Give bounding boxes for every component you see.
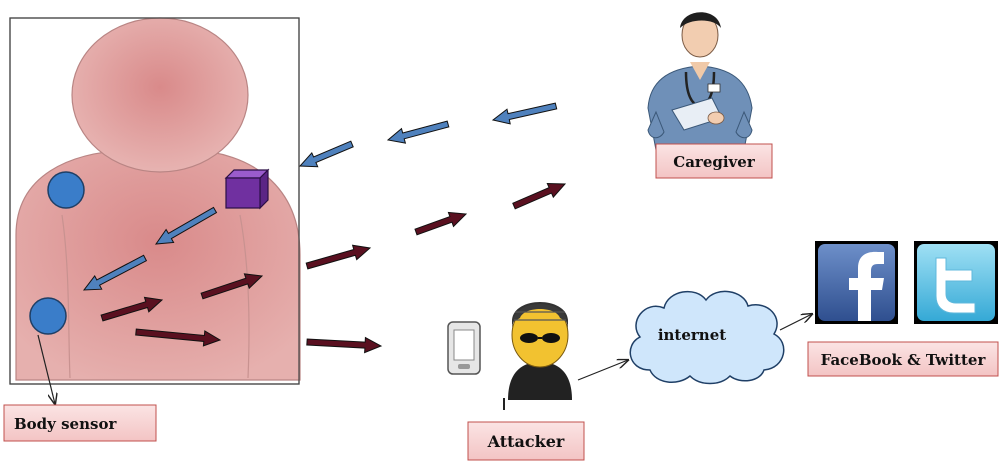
attacker-label-text: Attacker <box>487 432 565 451</box>
blue-arrow-4 <box>154 206 218 245</box>
dark-arrow-6 <box>414 211 468 236</box>
caregiver-label-text: Caregiver <box>673 153 756 171</box>
sensor-hub-cube-icon <box>224 168 270 210</box>
twitter-icon <box>914 241 998 324</box>
social-label: FaceBook & Twitter <box>807 341 999 377</box>
dark-arrow-1 <box>100 296 164 322</box>
caregiver-label: Caregiver <box>655 143 773 179</box>
dark-arrow-7 <box>512 182 567 210</box>
body-sensor-label: Body sensor <box>3 404 157 442</box>
body-sensor-chest <box>29 297 67 335</box>
internet-label-text: internet <box>658 326 726 344</box>
social-label-text: FaceBook & Twitter <box>821 351 987 369</box>
patient-head <box>71 17 249 173</box>
blue-arrow-3 <box>298 140 354 168</box>
dark-arrow-3 <box>200 273 264 300</box>
dark-arrow-2 <box>135 328 222 347</box>
internet-to-social-arrow <box>779 314 812 331</box>
blue-arrows <box>82 102 558 291</box>
blue-arrow-2 <box>386 120 450 144</box>
blue-arrow-5 <box>82 254 148 291</box>
phone-icon <box>447 321 481 375</box>
attacker-icon <box>503 302 572 410</box>
caregiver-icon <box>647 12 753 151</box>
patient-arm-line-right <box>239 214 250 379</box>
dark-arrow-4 <box>305 244 372 270</box>
attacker-label: Attacker <box>467 421 585 461</box>
attacker-to-internet-arrow <box>577 360 628 381</box>
facebook-icon <box>815 241 898 324</box>
body-sensor-pointer <box>37 334 55 404</box>
dark-arrow-5 <box>306 336 383 354</box>
blue-arrow-1 <box>491 102 558 125</box>
patient-arm-line-left <box>61 214 71 379</box>
dark-arrows <box>100 182 567 354</box>
patient-panel <box>9 17 301 385</box>
body-sensor-shoulder <box>47 171 85 209</box>
internet-cloud-icon: internet <box>629 290 785 385</box>
body-sensor-label-text: Body sensor <box>14 415 117 433</box>
